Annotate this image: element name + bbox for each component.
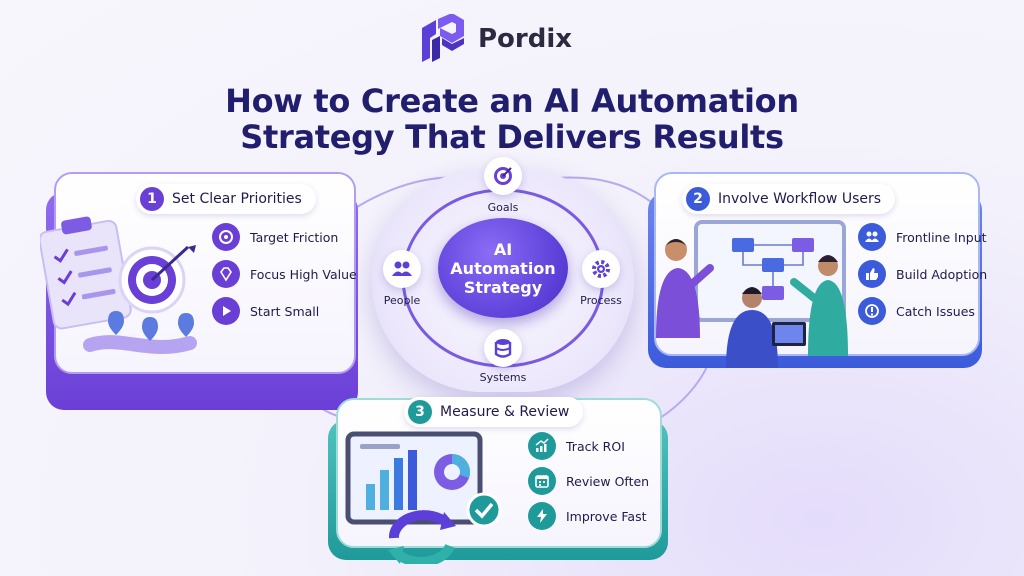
- step2-item-3-label: Catch Issues: [896, 303, 975, 319]
- dashboard-illustration: [345, 431, 502, 564]
- goals-label: Goals: [487, 201, 519, 214]
- brand: Pordix: [418, 14, 572, 64]
- diamond-icon: [212, 260, 240, 288]
- step2-number: 2: [686, 187, 710, 211]
- users-icon: [858, 223, 886, 251]
- step1-header: 1 Set Clear Priorities: [136, 184, 316, 214]
- people-node: [383, 250, 421, 288]
- database-icon: [494, 339, 512, 358]
- chart-up-icon: [528, 432, 556, 460]
- step1-item-2: Focus High Value: [212, 260, 357, 288]
- page-title-line-2: Strategy That Delivers Results: [240, 118, 784, 156]
- step1-item-1-label: Target Friction: [250, 229, 339, 245]
- hub-center-line-3: Strategy: [463, 277, 543, 297]
- step3-item-2: Review Often: [528, 467, 649, 495]
- thumbs-up-icon: [858, 260, 886, 288]
- brand-name: Pordix: [478, 24, 573, 54]
- step2-item-3: Catch Issues: [858, 297, 975, 325]
- hub-center-line-2: Automation: [450, 258, 556, 278]
- step3-number: 3: [408, 400, 432, 424]
- people-icon: [392, 261, 412, 276]
- clipboard-target-illustration: [40, 216, 197, 354]
- step2-item-2-label: Build Adoption: [896, 266, 988, 282]
- step3-item-2-label: Review Often: [566, 473, 650, 489]
- pordix-logo-icon: [422, 14, 464, 62]
- step2-header: 2 Involve Workflow Users: [682, 184, 896, 214]
- step2-item-1-label: Frontline Input: [896, 229, 987, 245]
- hub-center-line-1: AI: [493, 239, 513, 259]
- gear-icon: [592, 260, 610, 278]
- hub-center: AI Automation Strategy: [438, 218, 568, 318]
- people-label: People: [383, 294, 421, 307]
- systems-node: [484, 329, 522, 367]
- step1-item-3-label: Start Small: [250, 303, 320, 319]
- goals-target-icon: [494, 167, 512, 185]
- process-node: [582, 250, 620, 288]
- step1-item-1: Target Friction: [212, 223, 338, 251]
- process-label: Process: [580, 294, 622, 307]
- page-title-line-1: How to Create an AI Automation: [225, 82, 799, 120]
- team-whiteboard-illustration: [656, 220, 848, 368]
- step2-item-1: Frontline Input: [858, 223, 987, 251]
- step1-title: Set Clear Priorities: [172, 191, 302, 207]
- step3-item-3: Improve Fast: [528, 502, 647, 530]
- goals-node: [484, 157, 522, 195]
- alert-icon: [858, 297, 886, 325]
- play-icon: [212, 297, 240, 325]
- step1-number: 1: [140, 187, 164, 211]
- step1-item-3: Start Small: [212, 297, 319, 325]
- calendar-icon: [528, 467, 556, 495]
- step1-item-2-label: Focus High Value: [250, 266, 357, 282]
- lightning-icon: [528, 502, 556, 530]
- step3-item-1-label: Track ROI: [566, 438, 625, 454]
- step3-header: 3 Measure & Review: [404, 397, 584, 427]
- step2-title: Involve Workflow Users: [718, 191, 882, 207]
- target-icon: [212, 223, 240, 251]
- step3-item-3-label: Improve Fast: [566, 508, 647, 524]
- step3-title: Measure & Review: [440, 404, 570, 420]
- systems-label: Systems: [479, 371, 527, 384]
- step3-item-1: Track ROI: [528, 432, 625, 460]
- step2-item-2: Build Adoption: [858, 260, 987, 288]
